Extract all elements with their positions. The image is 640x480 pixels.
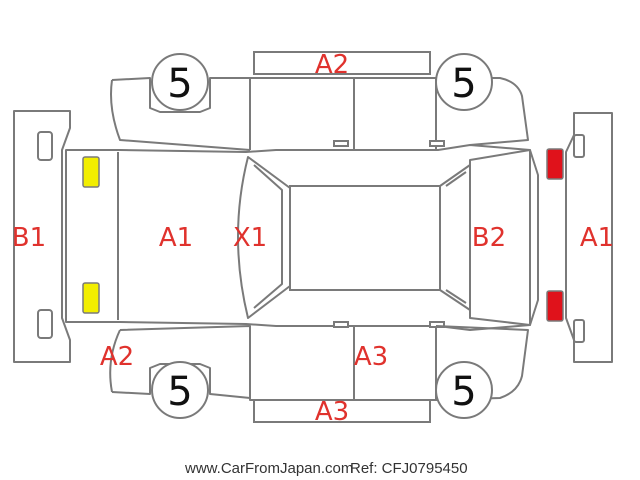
watermark-site: www.CarFromJapan.com [184, 460, 353, 477]
front-light-top [546, 148, 564, 180]
car-body [65, 144, 539, 331]
wheel-front-right: 5 [435, 361, 493, 419]
code-windshield: B2 [472, 223, 506, 253]
wheel-rear-right-value: 5 [167, 369, 192, 415]
front-bumper [565, 112, 613, 363]
front-light-bottom [546, 290, 564, 322]
rear-bumper [13, 110, 71, 363]
code-rear-glass: X1 [233, 223, 267, 253]
wheel-front-right-value: 5 [451, 369, 476, 415]
watermark-ref: Ref: CFJ0795450 [350, 460, 468, 477]
code-rear-bumper: B1 [12, 223, 46, 253]
code-front-bumper: A1 [580, 223, 614, 253]
wheel-front-left: 5 [435, 53, 493, 111]
code-bottom-sill: A3 [315, 397, 349, 427]
rear-light-bottom [82, 282, 100, 314]
code-rear-quarter-bottom: A2 [100, 342, 134, 372]
wheel-rear-left: 5 [151, 53, 209, 111]
code-top-door: A2 [315, 50, 349, 80]
top-side-panels [110, 51, 529, 151]
code-trunk: A1 [159, 223, 193, 253]
wheel-rear-right: 5 [151, 361, 209, 419]
rear-light-top [82, 156, 100, 188]
bottom-side-panels [109, 321, 529, 423]
wheel-front-left-value: 5 [451, 61, 476, 107]
wheel-rear-left-value: 5 [167, 61, 192, 107]
code-bottom-door: A3 [354, 342, 388, 372]
